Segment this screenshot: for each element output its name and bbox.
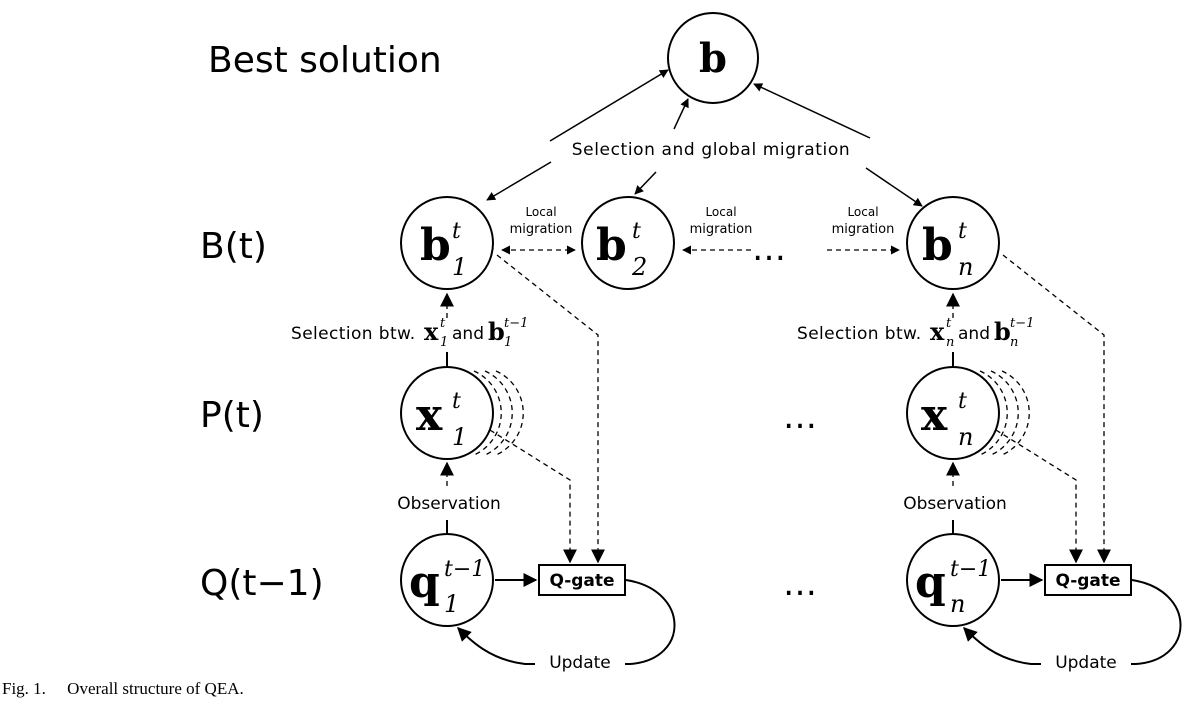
observation-label-n: Observation	[903, 494, 1007, 514]
svg-text:x: x	[424, 317, 439, 346]
svg-text:b: b	[994, 317, 1011, 346]
b1-subscript: 1	[452, 253, 467, 281]
arrow-to-best-right	[753, 83, 871, 139]
b1-symbol: b	[420, 220, 451, 271]
xn-symbol: x	[921, 390, 948, 441]
q1-subscript: 1	[444, 590, 459, 618]
qgate-box-1: Q-gate	[538, 564, 626, 596]
svg-text:migration: migration	[690, 222, 753, 237]
bn-superscript: t	[958, 219, 967, 244]
svg-text:migration: migration	[510, 222, 573, 237]
svg-text:and: and	[958, 324, 990, 344]
node-qn: q t−1 n	[906, 533, 1000, 627]
node-xn: x t n	[906, 366, 1030, 460]
arrow-to-best-center	[673, 98, 689, 130]
dashed-feed-bn-to-qgate	[1002, 254, 1111, 564]
row-label-p-t: P(t)	[200, 395, 264, 436]
node-bn: b t n	[906, 196, 1000, 290]
local-migration-label-1: Local migration	[510, 205, 573, 237]
q-row-ellipsis: …	[783, 564, 817, 604]
b1-superscript: t	[452, 219, 461, 244]
observation-label-1: Observation	[397, 494, 501, 514]
dashed-feed-x1-to-qgate	[489, 429, 577, 564]
x1-symbol: x	[416, 390, 443, 441]
svg-text:x: x	[930, 317, 945, 346]
svg-text:Local: Local	[525, 205, 556, 219]
b-row-ellipsis: …	[752, 229, 786, 269]
best-solution-symbol: b	[699, 35, 727, 82]
node-b2: b t 2	[581, 196, 675, 290]
svg-text:and: and	[452, 324, 484, 344]
selection-btw-label-1: Selection btw. x t 1 and b t−1 1	[291, 316, 528, 350]
svg-text:Q-gate: Q-gate	[549, 571, 614, 591]
update-label-n: Update	[1055, 653, 1117, 673]
svg-text:1: 1	[440, 335, 448, 350]
update-loop-n	[963, 579, 1182, 665]
svg-text:t: t	[440, 316, 446, 331]
selection-btw-label-n: Selection btw. x t n and b t−1 n	[797, 316, 1034, 350]
arrow-to-bn	[865, 167, 923, 207]
svg-text:Q-gate: Q-gate	[1055, 571, 1120, 591]
qn-subscript: n	[950, 590, 965, 618]
p-row-ellipsis: …	[783, 397, 817, 437]
qgate-box-n: Q-gate	[1044, 564, 1132, 596]
local-migration-label-2: Local migration	[690, 205, 753, 237]
update-loop-1	[457, 579, 676, 665]
qn-symbol: q	[915, 557, 946, 608]
svg-text:Local: Local	[705, 205, 736, 219]
node-x1: x t 1	[400, 366, 524, 460]
arrow-to-b2	[634, 171, 657, 195]
b2-subscript: 2	[631, 253, 647, 281]
local-migration-label-3: Local migration	[832, 205, 895, 237]
node-b1: b t 1	[400, 196, 494, 290]
svg-text:b: b	[488, 317, 505, 346]
figure-caption: Fig. 1. Overall structure of QEA.	[2, 679, 244, 698]
svg-text:t: t	[946, 316, 952, 331]
svg-text:migration: migration	[832, 222, 895, 237]
row-label-b-t: B(t)	[200, 226, 267, 267]
qn-superscript: t−1	[950, 557, 991, 582]
svg-text:1: 1	[504, 335, 512, 350]
update-label-1: Update	[549, 653, 611, 673]
node-q1: q t−1 1	[400, 533, 494, 627]
arrow-to-best-left	[549, 69, 669, 142]
best-solution-node: b	[667, 12, 759, 104]
xn-superscript: t	[958, 389, 967, 414]
selection-global-migration-label: Selection and global migration	[572, 140, 850, 160]
row-label-best-solution: Best solution	[208, 40, 442, 81]
b2-superscript: t	[632, 219, 641, 244]
x1-superscript: t	[452, 389, 461, 414]
svg-text:Selection btw.: Selection btw.	[797, 324, 922, 344]
xn-subscript: n	[958, 423, 973, 451]
bn-subscript: n	[958, 253, 973, 281]
svg-text:Local: Local	[847, 205, 878, 219]
q1-superscript: t−1	[444, 557, 485, 582]
row-label-q-t-minus-1: Q(t−1)	[200, 563, 324, 604]
svg-text:Selection btw.: Selection btw.	[291, 324, 416, 344]
b2-symbol: b	[596, 220, 627, 271]
dashed-feed-xn-to-qgate	[995, 429, 1083, 564]
bn-symbol: b	[922, 220, 953, 271]
arrow-to-b1	[486, 161, 552, 201]
svg-text:n: n	[1010, 335, 1018, 350]
dashed-feed-b1-to-qgate	[496, 254, 605, 564]
svg-text:t−1: t−1	[1010, 316, 1034, 331]
svg-text:t−1: t−1	[504, 316, 528, 331]
q1-symbol: q	[409, 557, 440, 608]
svg-text:n: n	[946, 335, 954, 350]
x1-subscript: 1	[452, 423, 467, 451]
